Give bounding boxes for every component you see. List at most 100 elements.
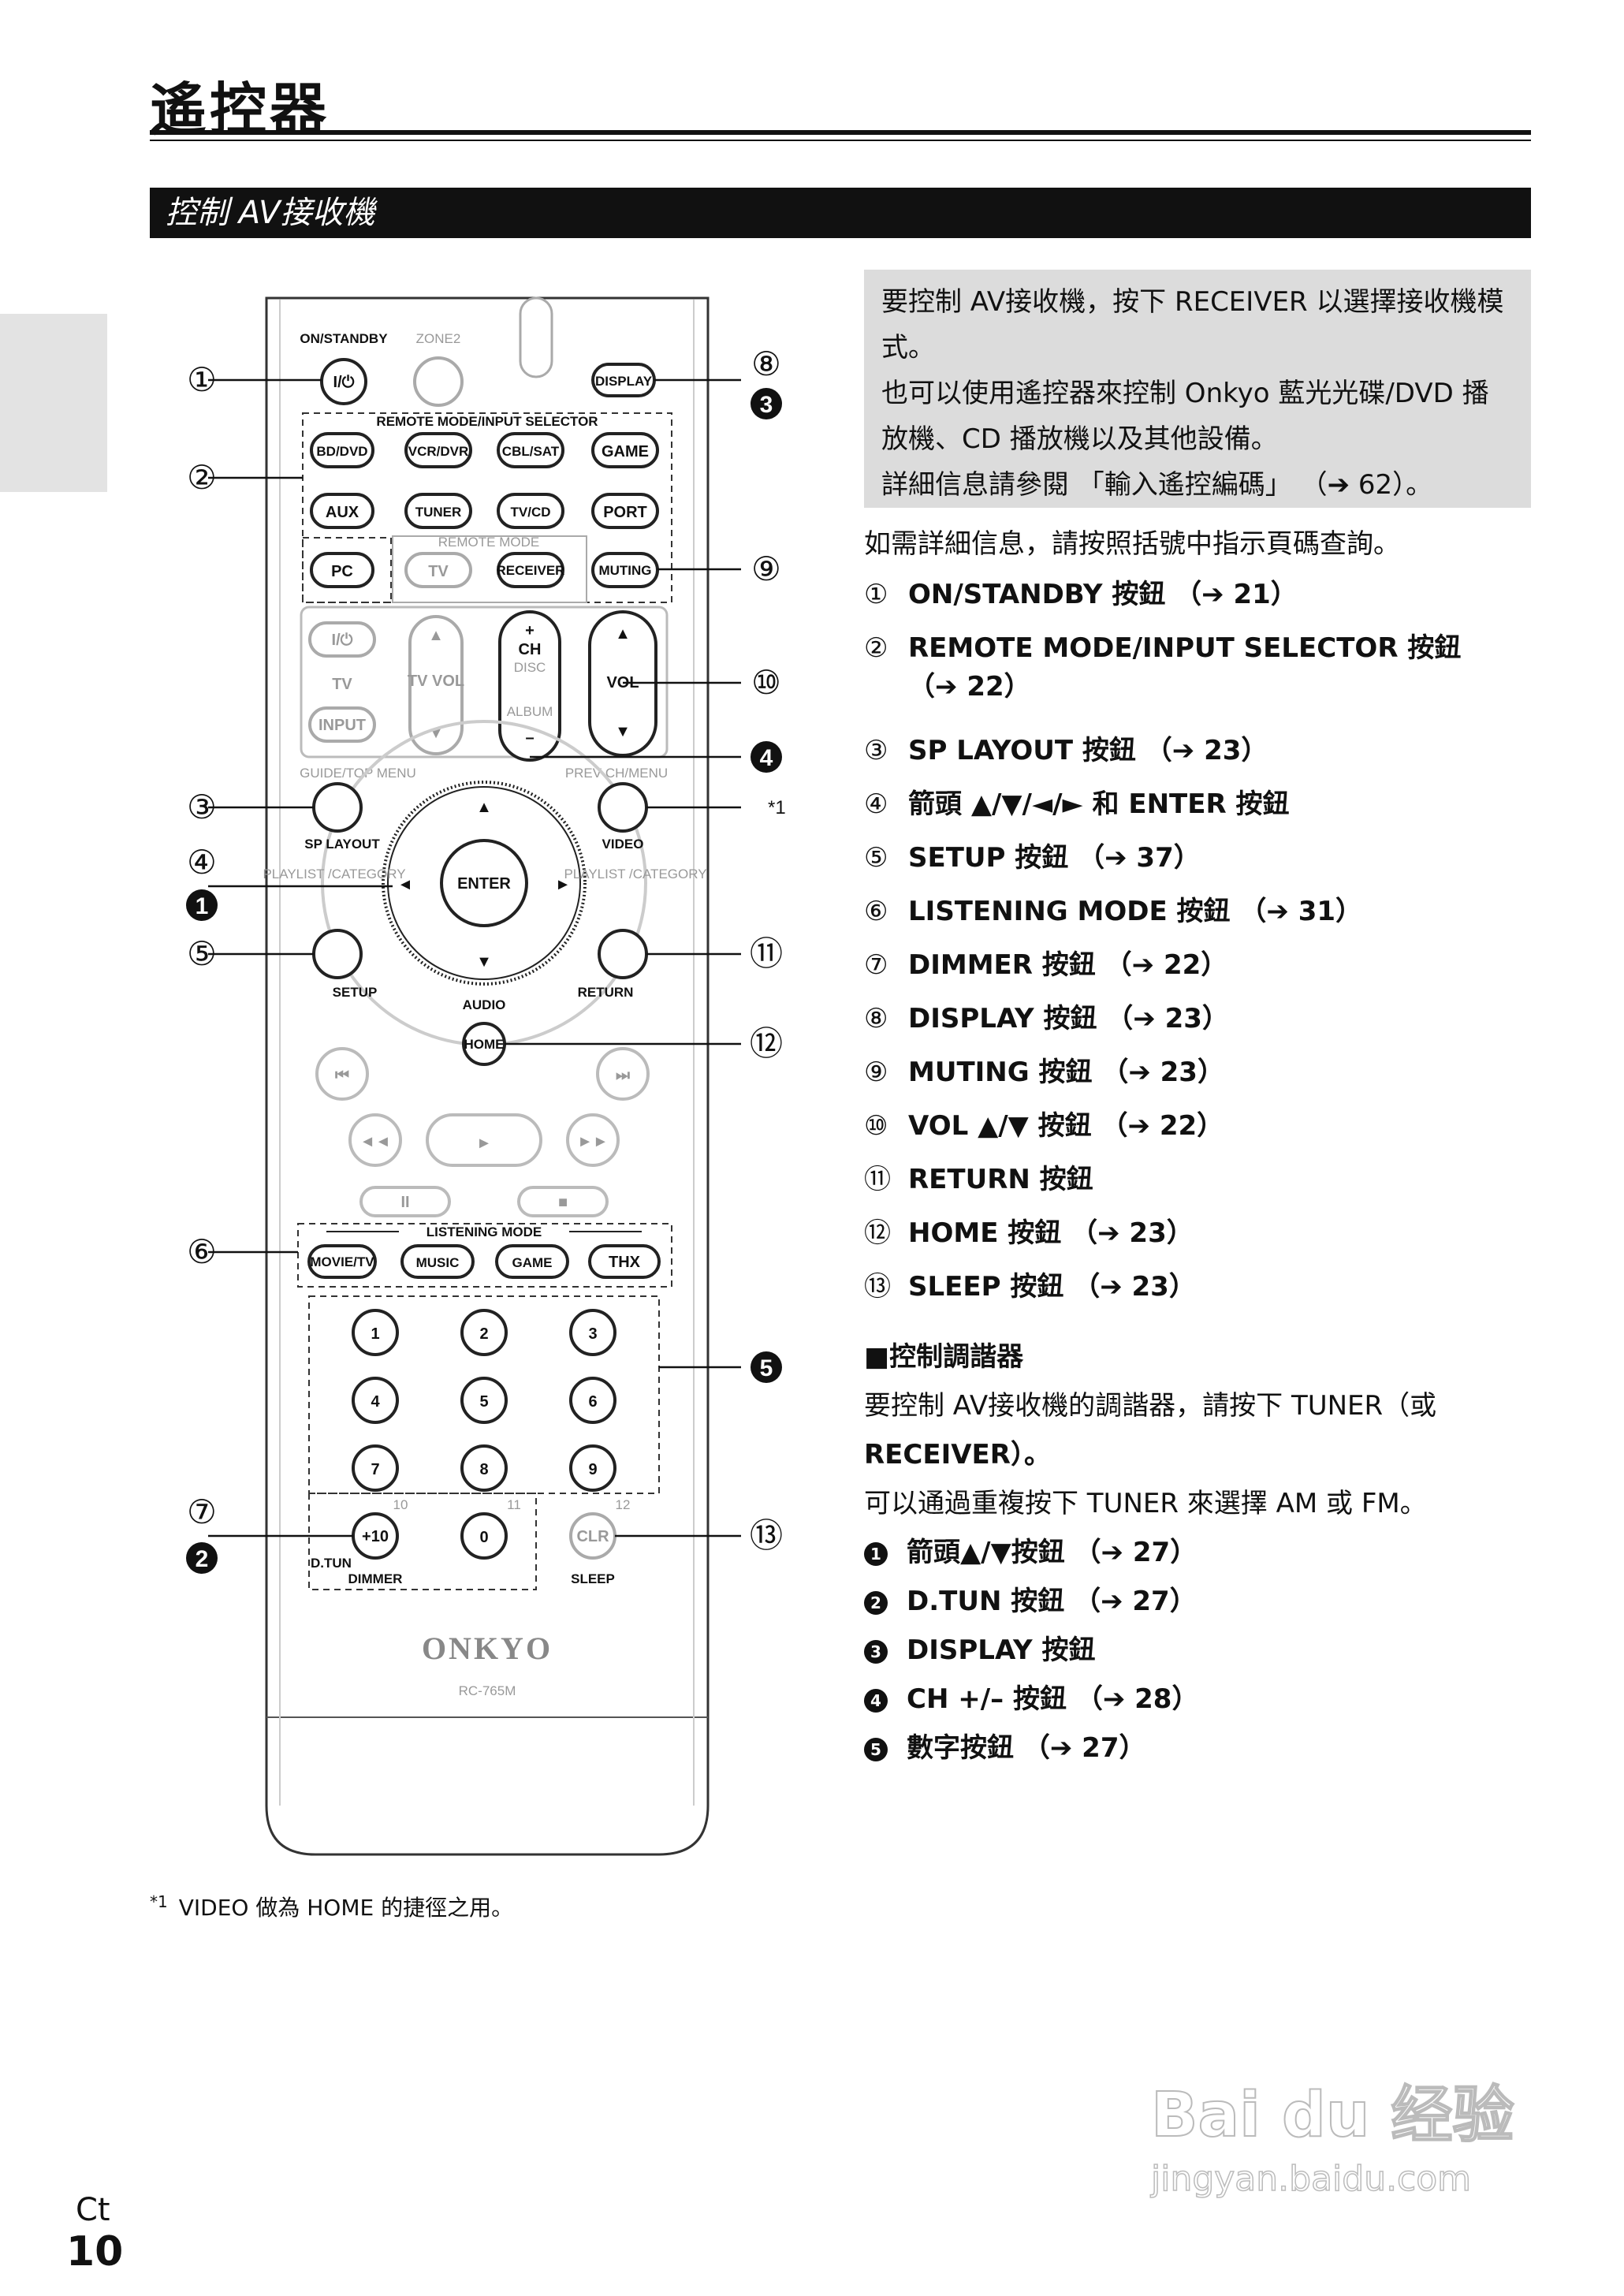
callout-9: ⑨ — [751, 550, 781, 587]
dtun-label: D.TUN — [311, 1556, 352, 1571]
model-label: RC-765M — [459, 1683, 516, 1698]
receiver-note-box: 要控制 AV接收機，按下 RECEIVER 以選擇接收機模式。 也可以使用遙控器… — [864, 270, 1531, 508]
svg-text:AUX: AUX — [326, 504, 359, 521]
callout-1: ① — [187, 361, 217, 398]
star1-mark: *1 — [768, 797, 786, 818]
callout-3: ③ — [187, 788, 217, 826]
svg-text:3: 3 — [588, 1325, 597, 1343]
svg-text:TV/CD: TV/CD — [511, 505, 551, 520]
svg-text:CBL/SAT: CBL/SAT — [502, 444, 560, 459]
svg-text:II: II — [400, 1194, 409, 1211]
remote-illustration: .body{fill:#fff;stroke:#333;stroke-width… — [186, 296, 786, 1856]
svg-text:⏮: ⏮ — [335, 1067, 349, 1084]
svg-text:4: 4 — [371, 1393, 380, 1411]
svg-text:–: – — [525, 729, 534, 747]
return-button — [598, 929, 648, 979]
playlist-right-label: PLAYLIST /CATEGORY — [564, 867, 706, 882]
note-paragraph: 也可以使用遙控器來控制 Onkyo 藍光光碟/DVD 播放機、CD 播放機以及其… — [881, 378, 1489, 455]
enter-button — [440, 839, 528, 927]
svg-text:BD/DVD: BD/DVD — [316, 444, 367, 459]
svg-text:I/⏻: I/⏻ — [332, 632, 353, 649]
side-tab — [0, 314, 107, 492]
arrow-left-icon: ◄ — [397, 876, 413, 893]
svg-text:PORT: PORT — [603, 504, 647, 521]
display-label: DISPLAY — [595, 374, 653, 389]
tuner-paragraph: 可以通過重複按下 TUNER 來選擇 AM 或 FM。 — [864, 1488, 1427, 1519]
svg-text:8: 8 — [479, 1461, 488, 1478]
svg-text:■: ■ — [558, 1194, 568, 1211]
svg-text:THX: THX — [609, 1254, 641, 1271]
dimmer-label: DIMMER — [348, 1571, 403, 1586]
callout-12: ⑫ — [750, 1025, 783, 1062]
video-button — [598, 782, 648, 833]
listening-mode-label: LISTENING MODE — [426, 1224, 542, 1239]
power-icon: I/⏻ — [333, 374, 355, 391]
svg-text:5: 5 — [479, 1393, 488, 1411]
svg-text:▲: ▲ — [615, 625, 631, 643]
svg-text:CLR: CLR — [576, 1528, 609, 1545]
svg-text:DISC: DISC — [514, 660, 546, 675]
title-rule-thick — [150, 130, 1531, 135]
audio-label: AUDIO — [463, 997, 506, 1012]
svg-text:TV VOL: TV VOL — [408, 673, 464, 690]
svg-text:◄◄: ◄◄ — [359, 1133, 391, 1150]
baidu-watermark: Bai du 经验 jingyan.baidu.com — [1150, 2066, 1514, 2200]
zone2-button — [413, 356, 464, 407]
pc-button — [310, 552, 374, 588]
svg-text:ALBUM: ALBUM — [507, 704, 553, 719]
callout-f2: 2 — [196, 1546, 209, 1572]
arrow-down-icon: ▼ — [476, 953, 492, 971]
title-rule-thin — [150, 140, 1531, 141]
callout-11: ⑪ — [750, 935, 783, 972]
svg-text:+: + — [525, 622, 535, 639]
callout-f5: 5 — [760, 1355, 773, 1381]
svg-text:HOME: HOME — [464, 1037, 505, 1052]
playlist-left-label: PLAYLIST /CATEGORY — [263, 867, 405, 882]
svg-text:▼: ▼ — [615, 723, 631, 740]
callout-13: ⑬ — [750, 1517, 783, 1554]
note-paragraph: 要控制 AV接收機，按下 RECEIVER 以選擇接收機模式。 — [881, 286, 1504, 363]
tuner-paragraph: RECEIVER）。 — [864, 1439, 1051, 1470]
page-language: Ct — [76, 2192, 110, 2228]
svg-text:RECEIVER: RECEIVER — [497, 563, 565, 578]
svg-text:10: 10 — [393, 1497, 408, 1512]
callout-2: ② — [187, 459, 217, 496]
svg-text:►►: ►► — [577, 1133, 609, 1150]
watermark-line-1: Bai du 经验 — [1150, 2079, 1514, 2152]
svg-text:11: 11 — [507, 1497, 521, 1512]
note-paragraph: 詳細信息請參閱 「輸入遙控編碼」 （➔ 62）。 — [881, 469, 1433, 501]
tuner-heading: ■控制調諧器 — [864, 1341, 1024, 1373]
prev-ch-menu-label: PREV CH/MENU — [565, 766, 668, 781]
svg-text:TV: TV — [428, 563, 449, 580]
callout-7: ⑦ — [187, 1493, 217, 1530]
svg-text:MUSIC: MUSIC — [416, 1255, 460, 1270]
zero-button — [460, 1512, 508, 1560]
callout-5: ⑤ — [187, 935, 217, 972]
svg-text:1: 1 — [371, 1325, 379, 1343]
tuner-section: ■控制調諧器 要控制 AV接收機的調諧器，請按下 TUNER（或 RECEIVE… — [864, 1332, 1531, 1772]
svg-text:PC: PC — [331, 563, 353, 580]
svg-text:2: 2 — [479, 1325, 488, 1343]
sleep-label: SLEEP — [571, 1571, 615, 1586]
power-button — [320, 358, 367, 405]
svg-text:VIDEO: VIDEO — [602, 837, 644, 852]
svg-text:0: 0 — [479, 1529, 488, 1546]
brand-logo: ONKYO — [422, 1631, 553, 1666]
svg-text:GAME: GAME — [512, 1255, 553, 1270]
input-row-1: BD/DVD VCR/DVR CBL/SAT GAME — [310, 432, 659, 468]
number-pad: 1 2 3 4 5 6 7 8 9 +10 0 CLR — [352, 1309, 616, 1560]
